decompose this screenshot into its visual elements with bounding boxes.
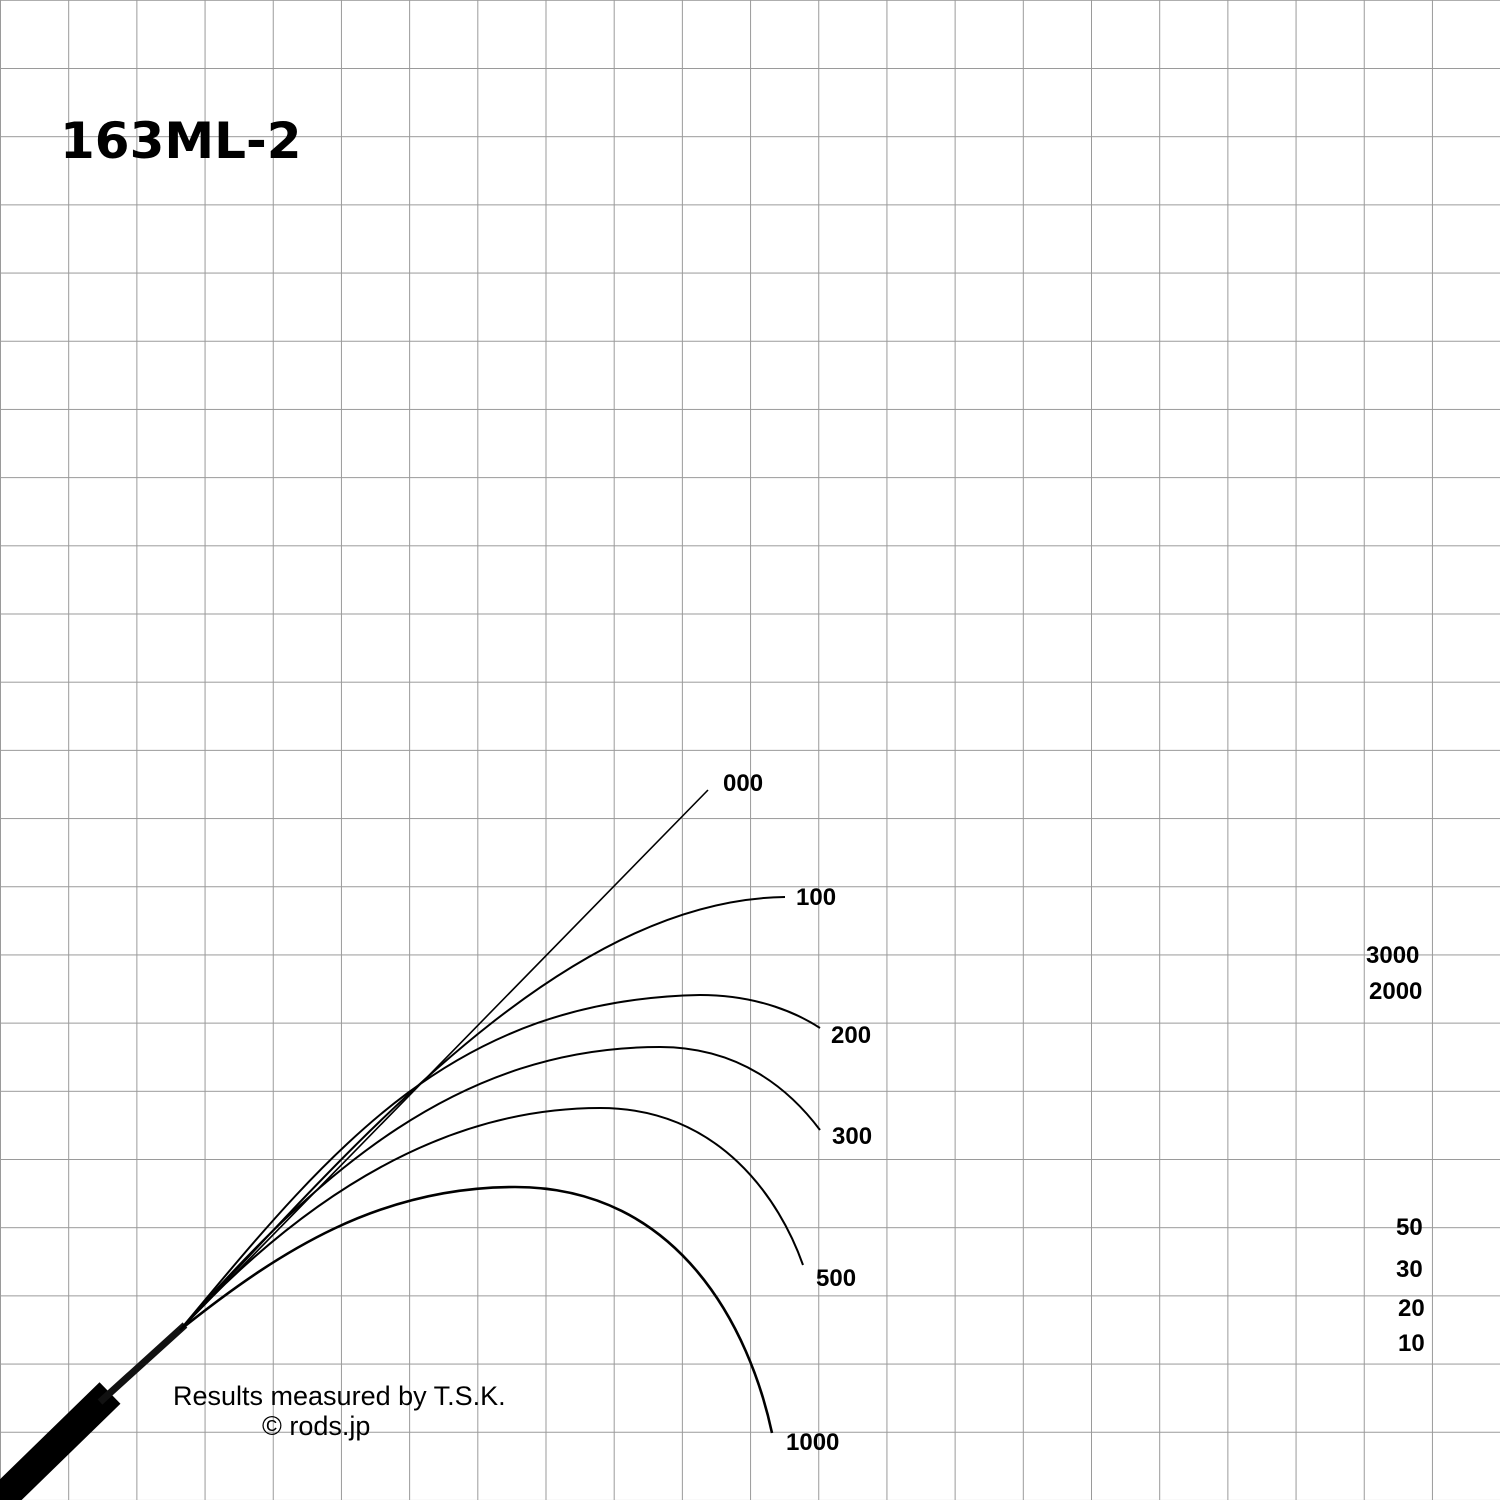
curve-500 bbox=[179, 1106, 804, 1331]
label-300: 300 bbox=[832, 1123, 873, 1150]
label-500: 500 bbox=[816, 1265, 857, 1292]
label-50: 50 bbox=[1396, 1214, 1423, 1241]
label-100: 100 bbox=[796, 884, 837, 911]
chart-title: 163ML-2 bbox=[60, 112, 302, 170]
label-20: 20 bbox=[1398, 1295, 1425, 1322]
label-30: 30 bbox=[1396, 1256, 1423, 1283]
label-2000: 2000 bbox=[1369, 978, 1423, 1005]
curve-1000 bbox=[179, 1185, 774, 1434]
curve-300 bbox=[179, 1045, 821, 1331]
label-200: 200 bbox=[831, 1022, 872, 1049]
rod-butt-blank bbox=[97, 1322, 188, 1405]
curve-200 bbox=[179, 993, 821, 1331]
label-10: 10 bbox=[1398, 1330, 1425, 1357]
rod-grip bbox=[0, 1382, 121, 1500]
credit-copyright: © rods.jp bbox=[262, 1411, 371, 1441]
curve-000 bbox=[179, 789, 709, 1331]
label-1000: 1000 bbox=[786, 1429, 840, 1456]
label-000: 000 bbox=[723, 770, 764, 797]
label-3000: 3000 bbox=[1366, 942, 1420, 969]
credit-measured-by: Results measured by T.S.K. bbox=[173, 1381, 506, 1411]
